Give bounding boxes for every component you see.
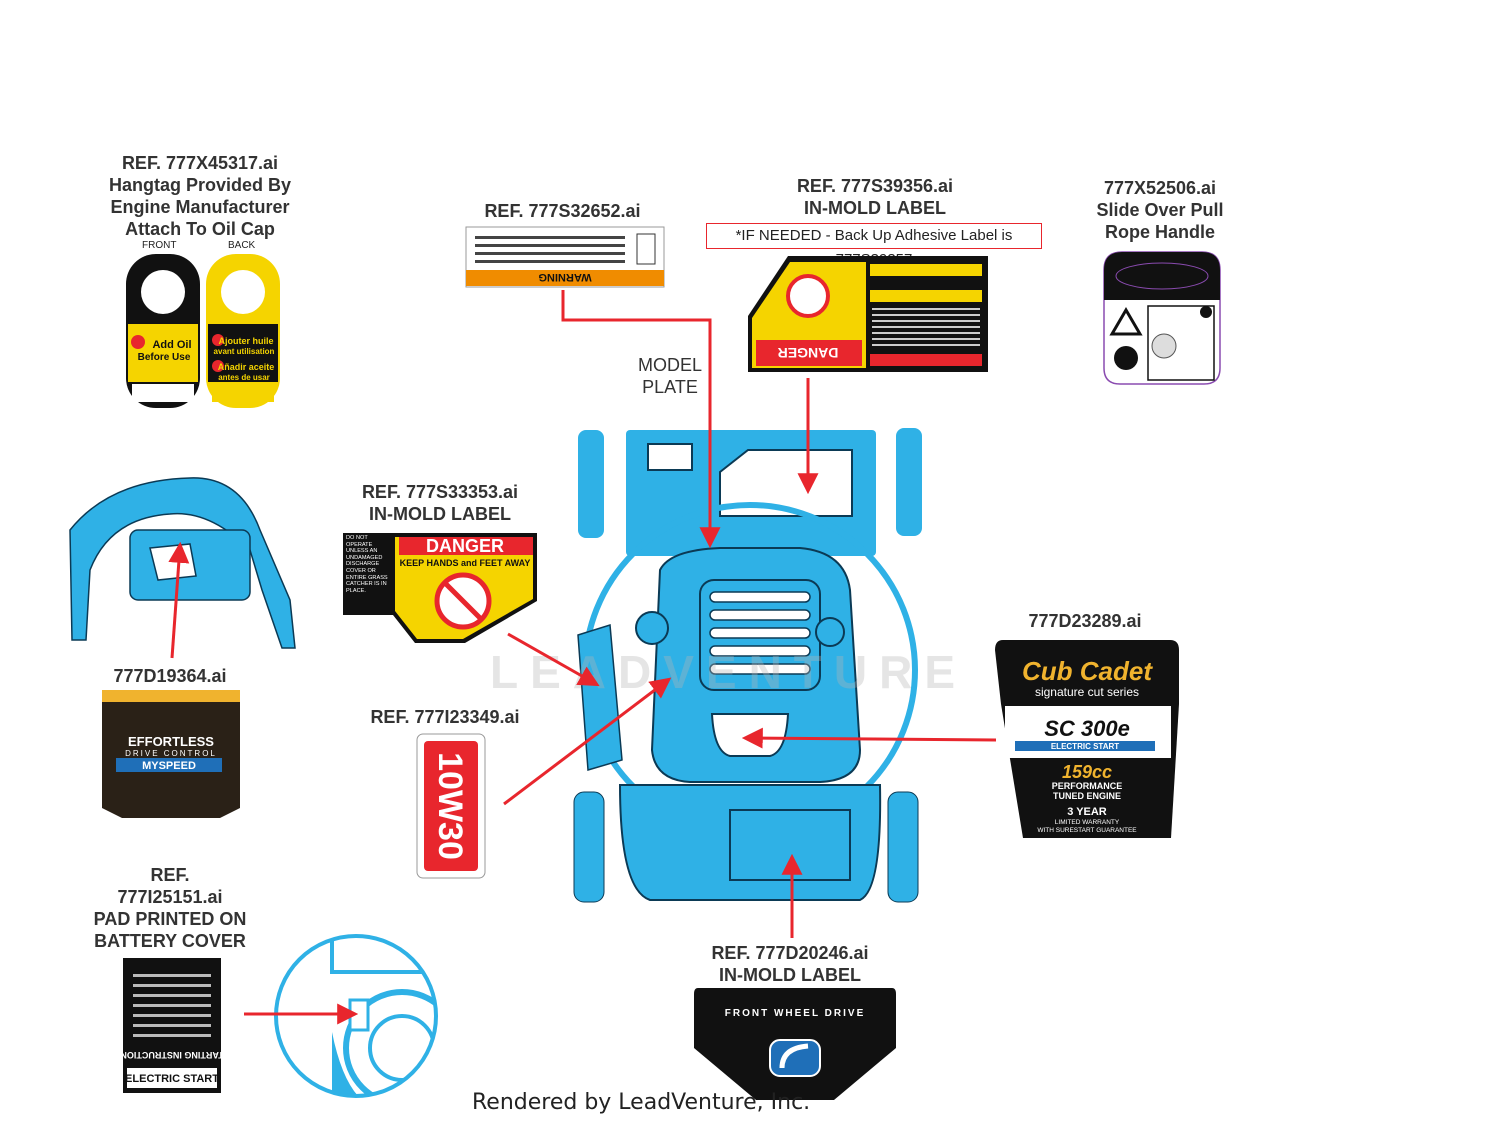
battery-ref-line2: 777I25151.ai (117, 887, 223, 907)
fwd-type: IN-MOLD LABEL (719, 965, 861, 985)
battery-detail-circle (274, 934, 438, 1098)
rear-cover (729, 809, 851, 881)
cubcadet-caption: 777D23289.ai (1028, 611, 1142, 631)
warning-label-image: WARNING (465, 226, 665, 288)
cc-year: 3 YEAR (1067, 806, 1107, 818)
fwd-label-image: FRONT WHEEL DRIVE (694, 988, 896, 1100)
rope-caption: 777X52506.ai Slide Over Pull Rope Handle (1070, 177, 1250, 243)
cc-warranty: LIMITED WARRANTY (1055, 819, 1120, 826)
cc-perf: PERFORMANCE (1052, 781, 1123, 791)
rope-desc1: Slide Over Pull (1096, 200, 1224, 220)
inmold-top-ref: REF. 777S39356.ai (796, 176, 954, 196)
inmold-top-danger: DANGER (778, 345, 839, 361)
oil-cap (635, 611, 669, 645)
model-plate-caption: MODEL PLATE (620, 354, 720, 398)
oil-grade: 10W30 (431, 752, 469, 860)
air-filter (815, 617, 845, 647)
hangtag-desc2: Engine Manufacturer (110, 197, 290, 217)
cc-model: SC 300e (1044, 716, 1130, 741)
hangtag-back-label: BACK (228, 240, 256, 251)
front-left-wheel (578, 430, 604, 538)
danger-mid-word: DANGER (426, 536, 504, 556)
cc-tuned: TUNED ENGINE (1053, 791, 1121, 801)
hangtag-ref: REF. 777X45317.ai (121, 153, 279, 173)
myspeed-caption: 777D19364.ai (113, 666, 227, 686)
hangtag-back-text2: avant utilisation (214, 347, 275, 356)
arrow-warning (561, 290, 721, 549)
hangtag-front-label: FRONT (142, 240, 177, 251)
danger-mid-image: DANGER KEEP HANDS and FEET AWAY DO NOT O… (343, 533, 537, 643)
hangtag-desc3: Attach To Oil Cap (125, 219, 275, 239)
fwd-text: FRONT WHEEL DRIVE (725, 1008, 865, 1019)
battery-title: ELECTRIC START (125, 1073, 219, 1085)
cubcadet-image: Cub Cadet signature cut series SC 300e E… (995, 640, 1179, 838)
hangtag-back-text1: Ajouter huile (218, 336, 273, 346)
warning-word: WARNING (538, 271, 591, 283)
warning-caption: REF. 777S32652.ai (484, 201, 641, 221)
cc-cc: 159cc (1062, 762, 1112, 782)
arrow-myspeed (168, 541, 190, 659)
mower-diagram (573, 428, 922, 903)
cc-guarantee: WITH SURESTART GUARANTEE (1037, 827, 1137, 834)
cc-start: ELECTRIC START (1051, 742, 1119, 751)
fwd-caption: REF. 777D20246.ai IN-MOLD LABEL (690, 942, 890, 986)
battery-caption: REF. 777I25151.ai PAD PRINTED ON BATTERY… (80, 864, 260, 952)
cc-series: signature cut series (1035, 685, 1139, 699)
front-right-wheel (896, 428, 922, 536)
rope-desc2: Rope Handle (1104, 222, 1215, 242)
myspeed-line3: MYSPEED (142, 760, 196, 772)
arrow-danger-mid (507, 632, 600, 687)
danger-mid-side: DO NOT OPERATE UNLESS AN UNDAMAGED DISCH… (346, 535, 388, 594)
model-plate-line1: MODEL (637, 355, 702, 375)
watermark: LEADVENTURE (490, 646, 968, 698)
battery-ref-line3: PAD PRINTED ON (93, 909, 247, 929)
hangtag-front-text1: Add Oil (152, 339, 191, 351)
rope-handle-image (1103, 251, 1221, 385)
rear-left-wheel (573, 791, 605, 903)
danger-mid-keep: KEEP HANDS and FEET AWAY (400, 558, 531, 568)
danger-mid-ref: REF. 777S33353.ai (361, 482, 519, 502)
footer-credit: Rendered by LeadVenture, Inc. (472, 1090, 811, 1115)
inmold-top-image: DANGER (748, 256, 988, 372)
myspeed-line2: DRIVE CONTROL (125, 749, 217, 758)
myspeed-image: EFFORTLESS DRIVE CONTROL MYSPEED (102, 690, 240, 818)
model-plate-area (647, 443, 693, 471)
danger-mid-type: IN-MOLD LABEL (369, 504, 511, 524)
inmold-top-type: IN-MOLD LABEL (804, 198, 946, 218)
rear-right-wheel (887, 791, 919, 903)
side-panel (577, 624, 623, 771)
hangtag-image: Add Oil Before Use Ajouter huile avant u… (126, 254, 280, 408)
arrow-oil (503, 677, 672, 806)
hangtag-desc1: Hangtag Provided By (108, 175, 292, 195)
oil-caption: REF. 777I23349.ai (370, 707, 520, 727)
cc-brand: Cub Cadet (1022, 656, 1153, 686)
model-plate-line2: PLATE (642, 377, 698, 397)
myspeed-line1: EFFORTLESS (128, 734, 214, 749)
hangtag-back-text3: Añadir aceite (218, 362, 275, 372)
danger-mid-caption: REF. 777S33353.ai IN-MOLD LABEL (340, 481, 540, 525)
oil-label-image: 10W30 (416, 733, 486, 879)
battery-ref-line4: BATTERY COVER (94, 931, 246, 951)
battery-heading: STARTING INSTRUCTIONS (123, 1050, 221, 1060)
fwd-ref: REF. 777D20246.ai (711, 943, 869, 963)
battery-label-image: ELECTRIC START STARTING INSTRUCTIONS (123, 958, 221, 1093)
inmold-top-caption: REF. 777S39356.ai IN-MOLD LABEL (760, 175, 990, 219)
hangtag-back-text4: antes de usar (218, 373, 270, 382)
hangtag-front-text2: Before Use (138, 352, 191, 363)
arrow-cubcadet (741, 727, 997, 749)
battery-ref-line1: REF. (150, 865, 190, 885)
rope-ref: 777X52506.ai (1103, 178, 1217, 198)
hangtag-caption: REF. 777X45317.ai Hangtag Provided By En… (90, 152, 310, 240)
